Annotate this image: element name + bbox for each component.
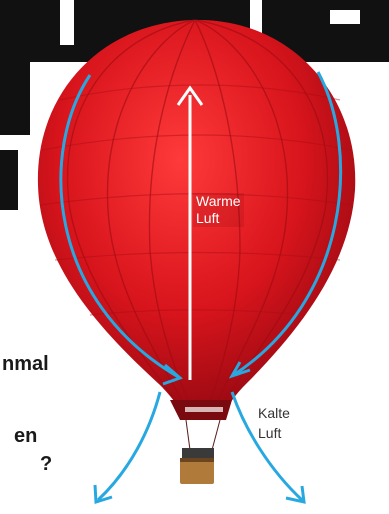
skirt-band <box>185 407 223 412</box>
warm-air-label-line1: Warme <box>196 193 241 210</box>
warm-air-label-line2: Luft <box>196 210 241 227</box>
burner <box>182 448 214 458</box>
basket-rim <box>180 458 214 462</box>
cold-air-label-line1: Kalte <box>258 403 290 423</box>
cold-air-label-line2: Luft <box>258 423 290 443</box>
warm-air-label: Warme Luft <box>193 193 244 227</box>
cold-air-label: Kalte Luft <box>258 403 290 443</box>
side-text-line1: nmal <box>2 352 49 376</box>
cold-air-left-arrow <box>98 392 160 500</box>
side-text-line3: ? <box>40 452 52 476</box>
side-text-line2: en <box>14 424 37 448</box>
balloon-cords <box>186 420 220 450</box>
